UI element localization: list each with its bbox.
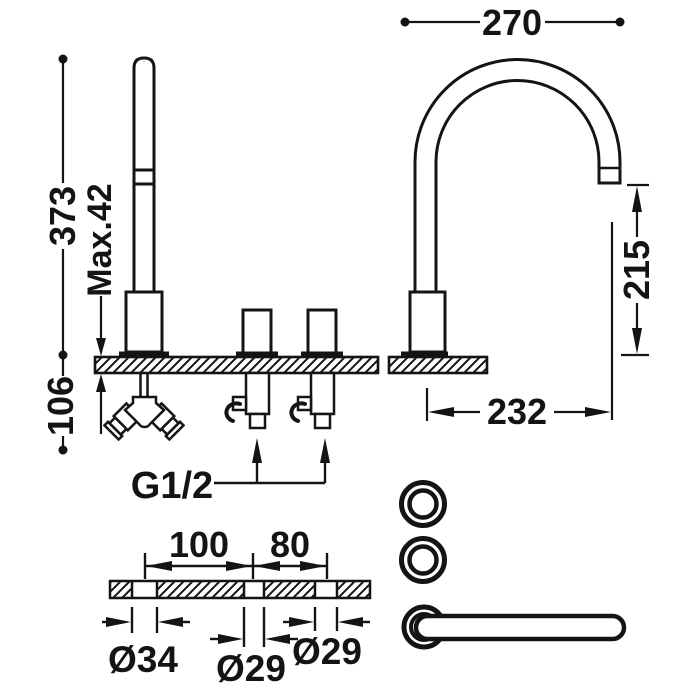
y-connector bbox=[102, 374, 186, 442]
outlet-clearance-label: 215 bbox=[616, 240, 657, 300]
dim-right-hole-diameter bbox=[283, 607, 370, 631]
left-hole-spacing-label: 100 bbox=[169, 524, 229, 565]
deck-plan-view bbox=[108, 579, 372, 600]
hose-icon bbox=[224, 401, 242, 423]
right-hole-spacing-label: 80 bbox=[270, 524, 310, 565]
center-hole-diameter-label: Ø29 bbox=[216, 648, 286, 689]
left-hole-diameter-label: Ø34 bbox=[108, 639, 178, 680]
right-hole-diameter-label: Ø29 bbox=[292, 631, 362, 672]
dim-outlet-clearance bbox=[610, 183, 649, 420]
dim-total-height bbox=[58, 54, 68, 360]
lever-top-view bbox=[401, 604, 627, 650]
thread-callout bbox=[214, 438, 330, 485]
dim-hole-spacing bbox=[143, 553, 329, 579]
deck-section-left bbox=[93, 355, 380, 375]
mixer-lever bbox=[119, 56, 169, 358]
lever-base-flange bbox=[119, 351, 169, 358]
dim-center-hole-diameter bbox=[210, 607, 298, 647]
spout-base bbox=[408, 290, 447, 354]
max-deck-thickness-label: Max.42 bbox=[81, 183, 119, 296]
dim-left-hole-diameter bbox=[102, 607, 190, 633]
handle-top-views bbox=[399, 480, 627, 650]
handle-ring-top-view-2 bbox=[399, 536, 447, 584]
valve-left-flange bbox=[236, 351, 278, 358]
valve-left bbox=[224, 308, 278, 430]
spout-side-view bbox=[387, 58, 622, 375]
below-deck-depth-label: 106 bbox=[40, 376, 81, 436]
spout-flange bbox=[401, 351, 448, 358]
deck-section-right bbox=[387, 355, 489, 375]
gooseneck-spout bbox=[413, 58, 622, 292]
hose-icon bbox=[289, 401, 307, 423]
dim-spout-width bbox=[400, 17, 625, 27]
dim-spout-reach bbox=[425, 388, 611, 421]
mixer-side-view bbox=[93, 56, 380, 442]
dim-max-deck-thickness bbox=[96, 296, 106, 434]
total-height-label: 373 bbox=[42, 186, 83, 246]
valve-right bbox=[289, 308, 343, 430]
valve-right-flange bbox=[301, 351, 343, 358]
spout-width-label: 270 bbox=[482, 2, 542, 43]
spout-reach-label: 232 bbox=[487, 391, 547, 432]
thread-size-label: G1/2 bbox=[131, 465, 213, 507]
dim-below-deck-depth bbox=[58, 359, 68, 455]
handle-ring-top-view-1 bbox=[399, 480, 447, 528]
